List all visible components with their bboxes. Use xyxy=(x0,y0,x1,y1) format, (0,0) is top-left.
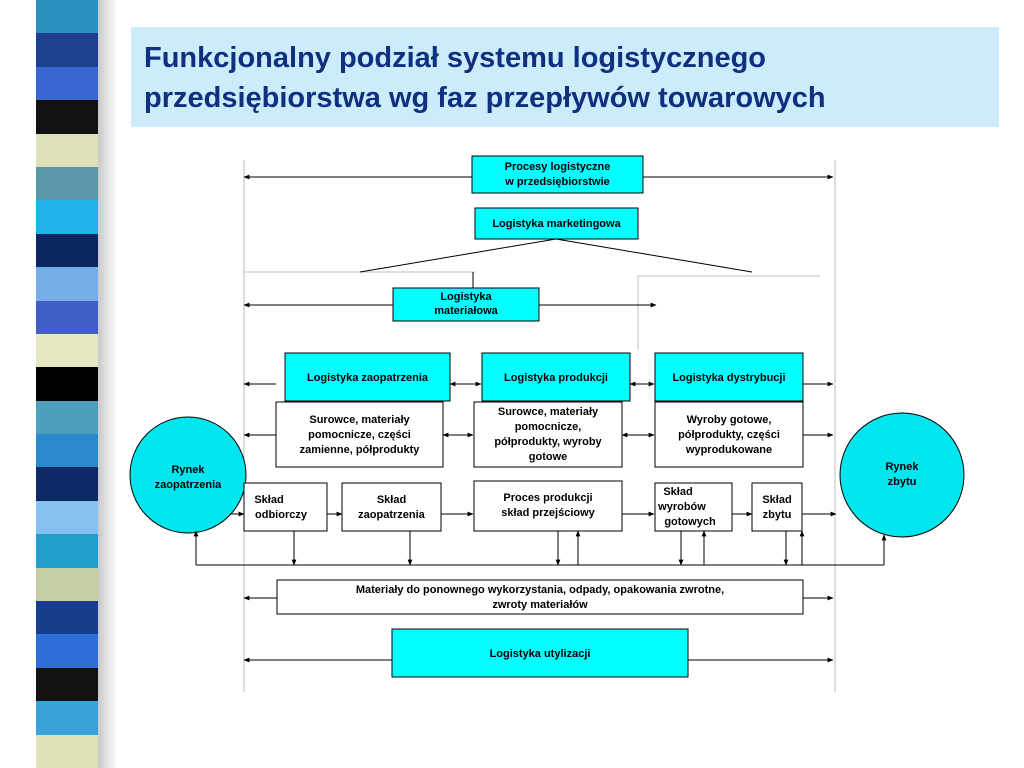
stripe-segment xyxy=(36,166,98,202)
proces-prod-line-2: skład przejściowy xyxy=(501,507,595,519)
surowce-zaopatrzenie-box: Surowce, materiały pomocnicze, części za… xyxy=(275,401,444,468)
materialy-line-1: Materiały do ponownego wykorzystania, od… xyxy=(356,584,724,596)
sklad-zaop-line-2: zaopatrzenia xyxy=(358,509,426,521)
logistyka-dystrybucji-box: Logistyka dystrybucji xyxy=(654,352,804,402)
slide-title: Funkcjonalny podział systemu logistyczne… xyxy=(144,38,984,118)
sklad-wyrobow-line-3: gotowych xyxy=(664,516,716,528)
rynek-zaop-line-2: zaopatrzenia xyxy=(155,479,223,491)
slide-title-line-2: przedsiębiorstwa wg faz przepływów towar… xyxy=(144,82,826,114)
surowce1-line-1: Surowce, materiały xyxy=(309,414,410,426)
stripe-segment xyxy=(36,701,98,736)
procesy-line-1: Procesy logistyczne xyxy=(505,161,611,173)
rynek-zbytu-line-1: Rynek xyxy=(885,461,919,473)
stripe-segment xyxy=(36,567,98,603)
proces-prod-line-1: Proces produkcji xyxy=(503,492,592,504)
stripe-segment xyxy=(36,233,98,269)
sklad-wyrobow-gotowych-box: Skład wyrobów gotowych xyxy=(654,482,733,532)
wyroby-line-2: półprodukty, części xyxy=(678,429,780,441)
surowce2-line-2: pomocnicze, xyxy=(515,421,582,433)
rynek-zaopatrzenia-circle: Rynek zaopatrzenia xyxy=(129,416,247,534)
logistyka-utylizacji-box: Logistyka utylizacji xyxy=(391,628,689,678)
logistyka-materialowa-box: Logistyka materiałowa xyxy=(392,287,540,322)
rynek-zaop-line-1: Rynek xyxy=(171,464,205,476)
sklad-odb-line-2: odbiorczy xyxy=(255,509,308,521)
stripe-segment xyxy=(36,667,98,703)
proces-produkcji-box: Proces produkcji skład przejściowy xyxy=(473,480,623,532)
zaopatrzenia-label: Logistyka zaopatrzenia xyxy=(307,372,429,384)
logistyka-zaopatrzenia-box: Logistyka zaopatrzenia xyxy=(284,352,451,402)
utylizacji-label: Logistyka utylizacji xyxy=(490,648,591,660)
stripe-segment xyxy=(36,66,98,102)
stripe-segment xyxy=(36,33,98,68)
sklad-wyrobow-line-1: Skład xyxy=(663,486,692,498)
logistyka-marketingowa-box: Logistyka marketingowa xyxy=(474,207,639,240)
stripe-segment xyxy=(36,400,98,436)
stripe-segment xyxy=(36,534,98,569)
stripe-segment xyxy=(36,367,98,402)
materialowa-line-1: Logistyka xyxy=(440,291,492,303)
sklad-odb-line-1: Skład xyxy=(254,494,283,506)
stripe-segment xyxy=(36,500,98,536)
decorative-stripe-column xyxy=(36,0,98,768)
stripe-segment xyxy=(36,300,98,335)
marketing-branch-right xyxy=(555,238,753,273)
rynek-zbytu-line-2: zbytu xyxy=(888,476,917,488)
stripe-segment xyxy=(36,467,98,502)
stripe-segment xyxy=(36,601,98,636)
surowce2-line-3: półprodukty, wyroby xyxy=(494,436,602,448)
materialy-line-2: zwroty materiałów xyxy=(492,599,588,611)
sklad-zbytu-line-1: Skład xyxy=(762,494,791,506)
logistyka-produkcji-box: Logistyka produkcji xyxy=(481,352,631,402)
sklad-zbytu-box: Skład zbytu xyxy=(751,482,803,532)
surowce-produkcja-box: Surowce, materiały pomocnicze, półproduk… xyxy=(473,401,623,468)
sklad-odbiorczy-box: Skład odbiorczy xyxy=(243,482,328,532)
stripe-segment xyxy=(36,133,98,168)
procesy-logistyczne-box: Procesy logistyczne w przedsiębiorstwie xyxy=(471,155,644,194)
materialy-ponowne-box: Materiały do ponownego wykorzystania, od… xyxy=(276,579,804,615)
decorative-stripe-bar xyxy=(0,0,118,768)
sklad-wyrobow-line-2: wyrobów xyxy=(657,501,706,513)
title-banner xyxy=(131,27,999,127)
slide-title-line-1: Funkcjonalny podział systemu logistyczne… xyxy=(144,42,766,74)
marketing-label: Logistyka marketingowa xyxy=(492,218,621,230)
stripe-shadow xyxy=(98,0,118,768)
stripe-segment xyxy=(36,434,98,469)
stripe-segment xyxy=(36,0,98,35)
stripe-segment xyxy=(36,333,98,369)
surowce1-line-3: zamienne, półprodukty xyxy=(300,444,421,456)
marketing-branch-left xyxy=(359,238,557,273)
surowce2-line-1: Surowce, materiały xyxy=(498,406,599,418)
sklad-zbytu-line-2: zbytu xyxy=(763,509,792,521)
wyroby-line-1: Wyroby gotowe, xyxy=(687,414,772,426)
stripe-segment xyxy=(36,100,98,135)
stripe-segment xyxy=(36,734,98,768)
materialowa-line-2: materiałowa xyxy=(434,305,498,317)
produkcji-label: Logistyka produkcji xyxy=(504,372,608,384)
sklad-zaop-line-1: Skład xyxy=(377,494,406,506)
surowce1-line-2: pomocnicze, części xyxy=(308,429,411,441)
stripe-segment xyxy=(36,634,98,669)
rynek-zbytu-circle: Rynek zbytu xyxy=(839,412,965,538)
procesy-line-2: w przedsiębiorstwie xyxy=(504,176,610,188)
dystrybucji-label: Logistyka dystrybucji xyxy=(672,372,785,384)
wyroby-gotowe-box: Wyroby gotowe, półprodukty, części wypro… xyxy=(654,401,804,468)
sklad-zaopatrzenia-box: Skład zaopatrzenia xyxy=(341,482,442,532)
stripe-segment xyxy=(36,200,98,235)
stripe-segment xyxy=(36,267,98,302)
surowce2-line-4: gotowe xyxy=(529,451,568,463)
wyroby-line-3: wyprodukowane xyxy=(685,444,772,456)
